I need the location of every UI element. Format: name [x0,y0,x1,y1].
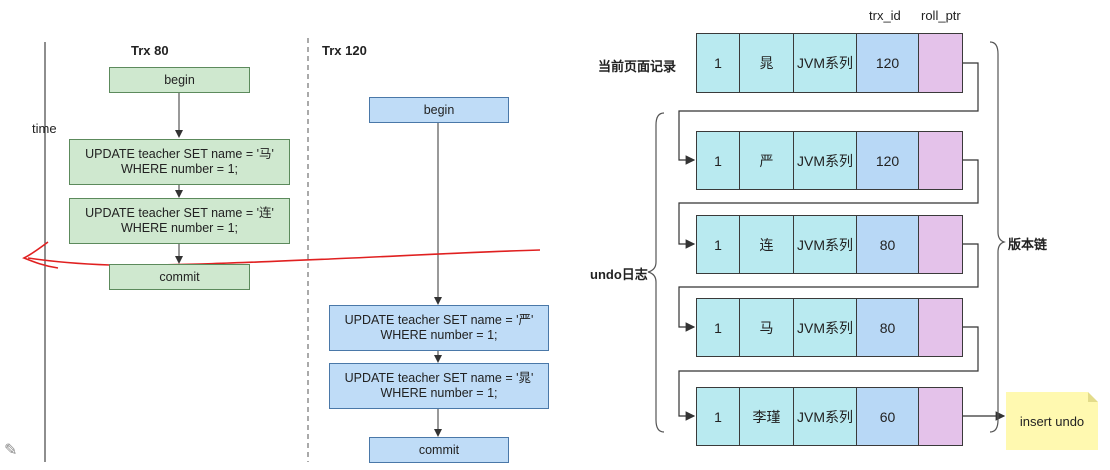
cell-roll-ptr [918,298,963,357]
cell-id: 1 [696,215,740,274]
current-record-label: 当前页面记录 [598,59,677,74]
trx120-update-2: UPDATE teacher SET name = '晁' WHERE numb… [329,363,549,409]
roll-ptr-link-4 [678,326,979,421]
cell-trx-id: 120 [856,33,919,93]
roll-ptr-link-3 [678,243,979,332]
trx80-commit: commit [109,264,250,290]
cell-id: 1 [696,131,740,190]
version-chain-brace [989,41,1006,433]
cell-name: 李瑾 [739,387,794,446]
undo-log-label: undo日志 [590,267,648,282]
cell-roll-ptr [918,387,963,446]
cell-roll-ptr [918,131,963,190]
time-axis-label: time [32,121,57,136]
note-fold-corner [1088,392,1098,402]
trx120-update-1: UPDATE teacher SET name = '严' WHERE numb… [329,305,549,351]
trx120-begin: begin [369,97,509,123]
trx80-title: Trx 80 [131,43,169,58]
cell-id: 1 [696,298,740,357]
cell-class: JVM系列 [793,215,857,274]
roll-ptr-link-1 [678,62,979,165]
trx80-begin: begin [109,67,250,93]
cell-class: JVM系列 [793,33,857,93]
red-marker-line [27,249,541,266]
cell-name: 连 [739,215,794,274]
trx120-commit: commit [369,437,509,463]
cell-trx-id: 120 [856,131,919,190]
trx120-title: Trx 120 [322,43,367,58]
cell-trx-id: 80 [856,215,919,274]
trx80-update-2: UPDATE teacher SET name = '连' WHERE numb… [69,198,290,244]
red-marker-arrowhead [22,241,59,269]
cell-class: JVM系列 [793,298,857,357]
trx80-update-1: UPDATE teacher SET name = '马' WHERE numb… [69,139,290,185]
insert-undo-note: insert undo [1006,392,1098,450]
undo-log-brace [647,112,665,433]
cell-trx-id: 60 [856,387,919,446]
version-chain-label: 版本链 [1008,237,1048,252]
cell-name: 晁 [739,33,794,93]
cell-name: 马 [739,298,794,357]
header-roll-ptr: roll_ptr [921,8,961,23]
cell-id: 1 [696,33,740,93]
cell-trx-id: 80 [856,298,919,357]
header-trx-id: trx_id [869,8,901,23]
cell-id: 1 [696,387,740,446]
cell-class: JVM系列 [793,131,857,190]
roll-ptr-link-2 [678,159,979,249]
cell-roll-ptr [918,215,963,274]
cell-roll-ptr [918,33,963,93]
cell-name: 严 [739,131,794,190]
pencil-icon[interactable]: ✎ [4,442,18,459]
cell-class: JVM系列 [793,387,857,446]
